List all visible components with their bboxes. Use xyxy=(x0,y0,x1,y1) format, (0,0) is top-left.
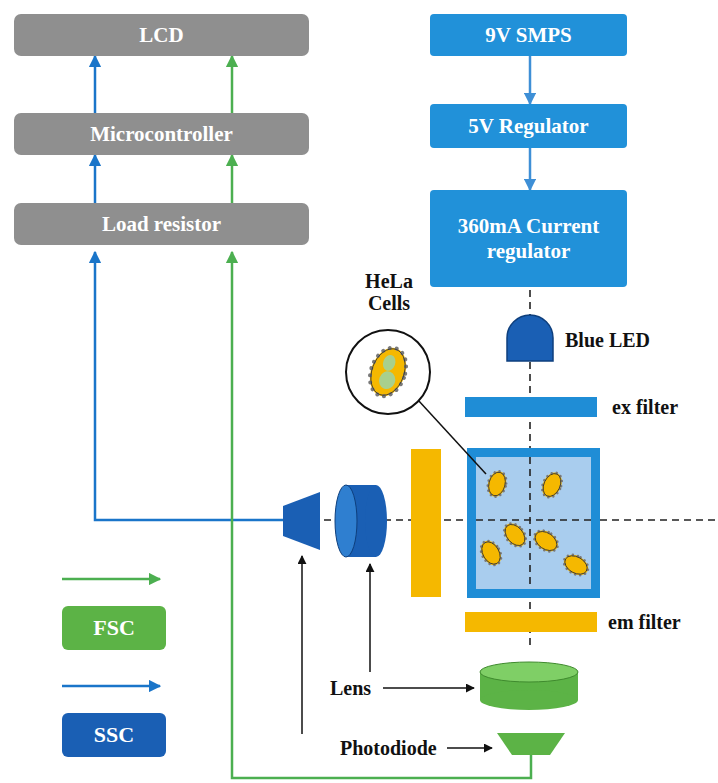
ssc-lens xyxy=(335,485,387,557)
pointer-arrow xyxy=(301,556,303,734)
legend-swatch: FSC xyxy=(62,606,166,650)
cuvette-inner xyxy=(476,457,591,589)
cuvette xyxy=(467,448,600,598)
connector-arrow xyxy=(231,56,234,113)
ex-filter xyxy=(465,397,597,417)
box-text: 5V Regulator xyxy=(468,114,588,138)
legend-swatch: SSC xyxy=(62,713,166,757)
legend-text: SSC xyxy=(94,722,134,748)
fsc-photodiode xyxy=(497,733,565,755)
part-label: em filter xyxy=(608,611,681,633)
connector-arrow xyxy=(94,56,97,113)
connector-arrow xyxy=(529,56,532,104)
pointer-arrow xyxy=(383,687,474,689)
legend-line xyxy=(62,685,160,688)
legend-text: FSC xyxy=(93,615,135,641)
connector-arrow xyxy=(231,155,234,203)
connector-arrow xyxy=(529,148,532,190)
fsc-wire xyxy=(232,252,531,778)
pointer-arrow xyxy=(447,747,492,749)
ssc-wire xyxy=(95,252,283,520)
part-label: Photodiode xyxy=(340,737,437,759)
power-box: 9V SMPS xyxy=(430,14,627,56)
part-label: Blue LED xyxy=(565,329,650,351)
callout-circle xyxy=(346,330,430,414)
pointer-arrow xyxy=(369,564,371,672)
part-label: ex filter xyxy=(612,396,678,418)
resistor-box: Load resistor xyxy=(14,203,309,245)
box-text: Microcontroller xyxy=(90,122,233,146)
display-box: LCD xyxy=(14,14,309,56)
box-text: LCD xyxy=(139,23,183,47)
legend-line xyxy=(62,578,160,581)
connector-arrow xyxy=(94,155,97,203)
em-filter xyxy=(465,612,597,632)
box-text: 9V SMPS xyxy=(485,23,572,47)
part-label: HeLa Cells xyxy=(352,270,426,314)
fsc-lens xyxy=(480,662,578,710)
regulator-box: 5V Regulator xyxy=(430,104,627,148)
current-regulator-box: 360mA Current regulator xyxy=(430,190,627,287)
controller-box: Microcontroller xyxy=(14,113,309,155)
side-filter xyxy=(411,449,441,597)
box-text: Load resistor xyxy=(102,212,221,236)
part-label: Lens xyxy=(330,677,371,699)
ssc-photodiode xyxy=(283,492,320,550)
box-text: 360mA Current regulator xyxy=(438,214,619,262)
led-symbol xyxy=(507,315,553,361)
